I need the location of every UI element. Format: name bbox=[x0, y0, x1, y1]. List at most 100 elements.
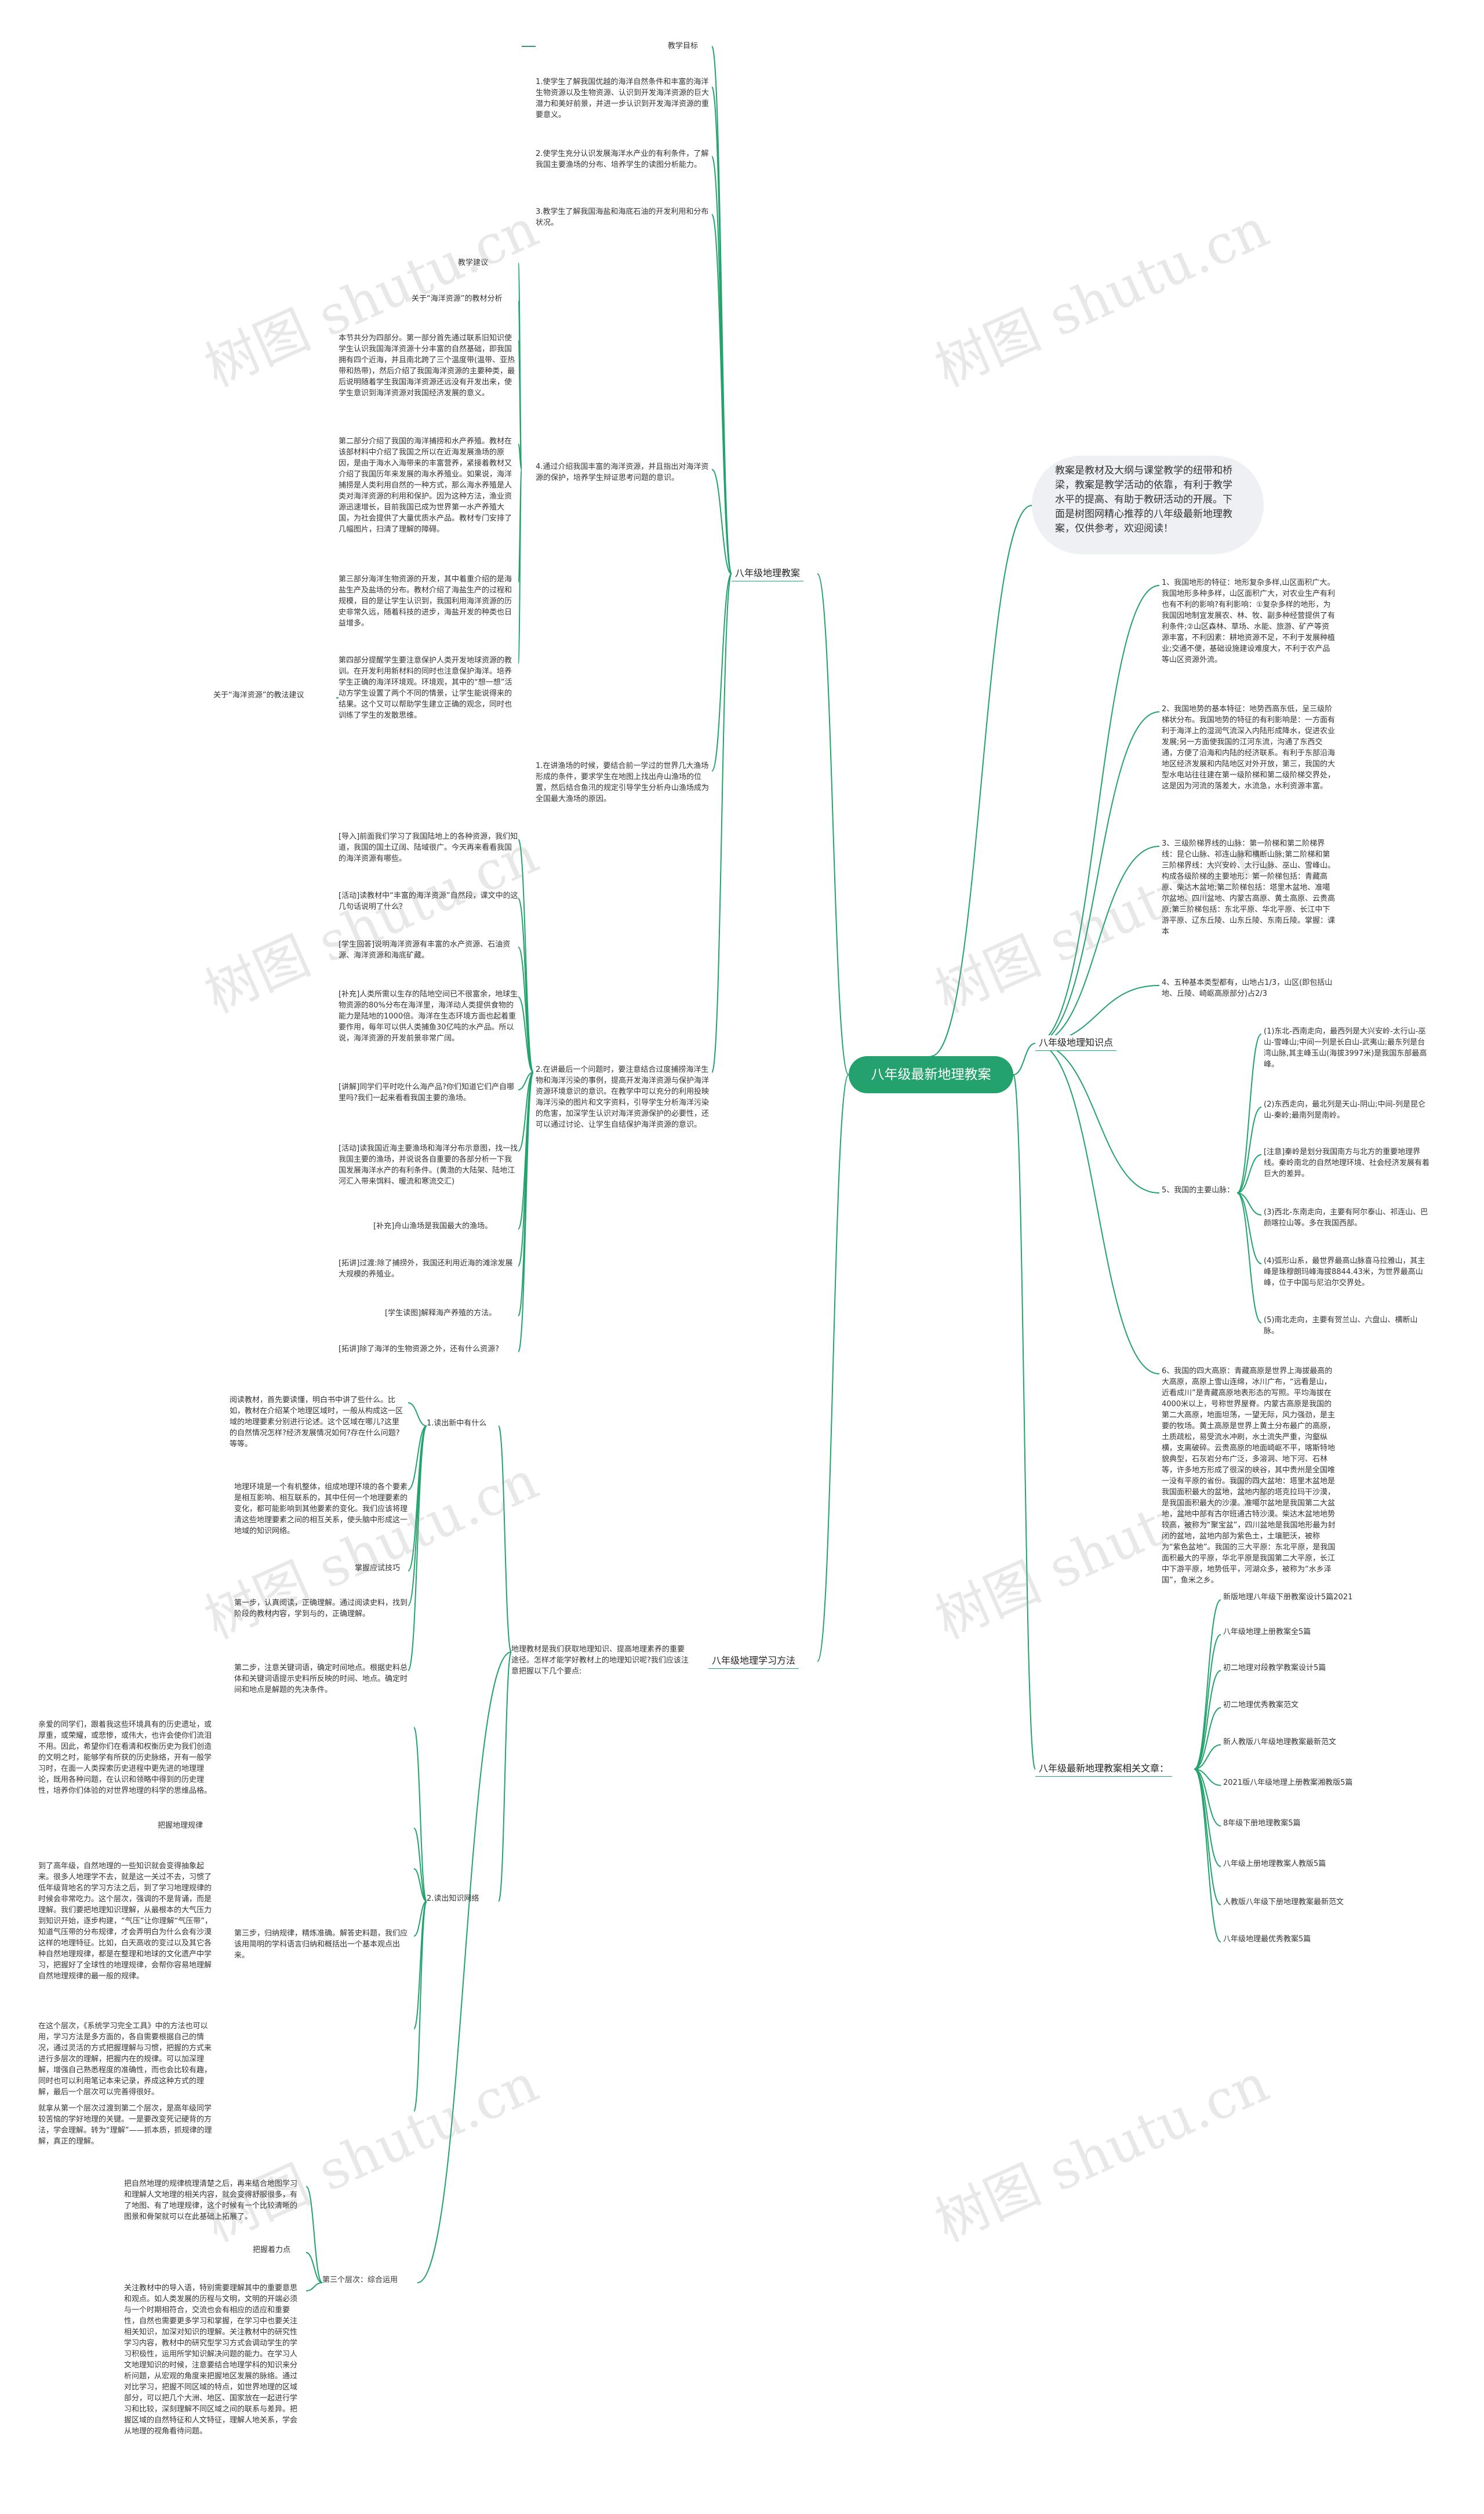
method-detail: 在这个层次，《系统学习完全工具》中的方法也可以用，学习方法是多方面的，各自需要根… bbox=[38, 2022, 212, 2097]
mountain-item: (4)弧形山系，最世界最高山脉喜马拉雅山，其主峰是珠穆朗玛峰海拔8844.43米… bbox=[1264, 1257, 1425, 1287]
connector-line bbox=[417, 1651, 512, 2283]
method-detail: 就拿从第一个层次过渡到第二个层次，是高年级同学较苦恼的学好地理的关键。一是要改变… bbox=[38, 2104, 212, 2146]
mountain-item: [注意]秦岭是划分我国南方与北方的重要地理界线。秦岭南北的自然地理环境、社会经济… bbox=[1264, 1148, 1430, 1178]
related-link[interactable]: 人教版八年级下册地理教案最新范文 bbox=[1223, 1898, 1344, 1907]
intro-bubble[interactable]: 教案是教材及大纲与课堂教学的纽带和桥梁，教案是教学活动的依靠，有利于教学水平的提… bbox=[1032, 456, 1264, 554]
suggest-label: 教学建议 bbox=[458, 259, 489, 267]
method-detail: 关注教材中的导入语，特别需要理解其中的重要意思和观点。如人类发展的历程与文明，文… bbox=[124, 2284, 298, 2436]
method-step: 2.读出知识网络 bbox=[427, 1894, 479, 1903]
connector-line bbox=[518, 1072, 534, 1352]
connector-line bbox=[518, 340, 522, 470]
related-link[interactable]: 新版地理八年级下册教案设计5篇2021 bbox=[1223, 1593, 1353, 1602]
connector-line bbox=[817, 1074, 849, 1662]
method-intro: 地理教材是我们获取地理知识、提高地理素养的重要途径。怎样才能学好教材上的地理知识… bbox=[511, 1645, 689, 1676]
related-link[interactable]: 八年级地理最优秀教案5篇 bbox=[1223, 1935, 1311, 1944]
mountain-item: (1)东北-西南走向，最西列是大兴安岭-太行山-巫山-雪峰山;中间一列是长白山-… bbox=[1264, 1027, 1427, 1069]
connector-line bbox=[1236, 1192, 1262, 1216]
method-detail: 到了高年级，自然地理的一些知识就会变得抽象起来。很多人地理学不去，就是这一关过不… bbox=[38, 1862, 212, 1981]
knowledge-item: 2、我国地势的基本特征：地势西高东低，呈三级阶梯状分布。我国地势的特征的有利影响… bbox=[1162, 705, 1336, 791]
analysis-item: 本节共分为四部分。第一部分首先通过联系旧知识使学生认识我国海洋资源十分丰富的自然… bbox=[339, 334, 515, 398]
related-link[interactable]: 八年级上册地理教案人教版5篇 bbox=[1223, 1860, 1326, 1868]
analysis-item: 第二部分介绍了我国的海洋捕捞和水产养殖。教材在该部材料中介绍了我国之所以在近海发… bbox=[339, 437, 512, 534]
hint-item: 2.在讲最后一个问题时，要注意结合过度捕捞海洋生物和海洋污染的事例，提高开发海洋… bbox=[536, 1065, 710, 1129]
connector-line bbox=[1236, 1154, 1262, 1194]
related-link[interactable]: 2021版八年级地理上册教案湘教版5篇 bbox=[1223, 1778, 1353, 1787]
connector-line bbox=[518, 443, 522, 470]
connector-line bbox=[413, 1901, 427, 2112]
connector-line bbox=[1236, 1034, 1262, 1194]
method-detail: 地理环境是一个有机整体，组成地理环境的各个要素是相互影响、相互联系的，其中任何一… bbox=[234, 1483, 408, 1536]
connector-line bbox=[413, 1868, 427, 1902]
knowledge-item: 3、三级阶梯界线的山脉：第一阶梯和第二阶梯界线：昆仑山脉、祁连山脉和横断山脉;第… bbox=[1162, 839, 1336, 936]
connector-line bbox=[305, 2186, 323, 2283]
connector-line bbox=[518, 1072, 534, 1152]
analysis-item: 第四部分提醒学生要注意保护人类开发地球资源的教训。在开发利用新材料的同时也注意保… bbox=[339, 656, 512, 720]
related-link[interactable]: 8年级下册地理教案5篇 bbox=[1223, 1819, 1301, 1828]
dialog-item: [补充]舟山渔场是我国最大的渔场。 bbox=[373, 1222, 493, 1231]
connector-line bbox=[1194, 1707, 1221, 1770]
connector-line bbox=[1035, 585, 1160, 1044]
connector-line bbox=[413, 1901, 427, 2029]
dialog-item: [拓讲]过渡:除了捕捞外，我国还利用近海的滩涂发展大规模的养殖业。 bbox=[339, 1259, 513, 1279]
connector-line bbox=[1013, 1043, 1036, 1075]
branch-related-articles[interactable]: 八年级最新地理教案相关文章： bbox=[1035, 1761, 1173, 1777]
connector-line bbox=[413, 1901, 427, 1937]
method-label: 关于“海洋资源”的教法建议 bbox=[213, 691, 304, 700]
branch-knowledge-points[interactable]: 八年级地理知识点 bbox=[1035, 1035, 1117, 1051]
method-detail: 第三步，归纳规律，精炼准确。解答史料题，我们应该用简明的学科语言归纳和概括出一个… bbox=[234, 1929, 408, 1960]
connector-line bbox=[1236, 1107, 1262, 1194]
connector-line bbox=[408, 1425, 427, 1490]
connector-line bbox=[305, 2252, 323, 2283]
root-topic[interactable]: 八年级最新地理教案 bbox=[849, 1056, 1013, 1093]
connector-line bbox=[413, 1828, 427, 1902]
connector-line bbox=[1194, 1634, 1221, 1770]
dialog-item: [补充]人类所需以生存的陆地空间已不很富余，地球生物资源的80%分布在海洋里，海… bbox=[339, 990, 518, 1043]
connector-line bbox=[930, 505, 1032, 1057]
mountain-item: (5)南北走向，主要有贺兰山、六盘山、横断山脉。 bbox=[1264, 1316, 1418, 1336]
method-step: 1.读出新中有什么 bbox=[427, 1419, 487, 1428]
method-step: 第三个层次：综合运用 bbox=[322, 2276, 398, 2284]
connector-line bbox=[1194, 1769, 1221, 1942]
connector-line bbox=[413, 1727, 427, 1902]
analysis-item: 第三部分海洋生物资源的开发，其中着重介绍的是海盐生产及盐场的分布。教材介绍了海盐… bbox=[339, 575, 512, 628]
branch-teaching-plan[interactable]: 八年级地理教案 bbox=[732, 566, 804, 581]
dialog-item: [导入]前面我们学习了我国陆地上的各种资源，我们知道，我国的国土辽阔、陆域很广。… bbox=[339, 832, 518, 863]
connector-line bbox=[711, 214, 732, 574]
connector-line bbox=[518, 898, 534, 1073]
analysis-label: 关于“海洋资源”的教材分析 bbox=[412, 294, 503, 303]
connector-line bbox=[518, 469, 522, 664]
method-detail: 把自然地理的规律梳理清楚之后，再来结合地图学习和理解人文地理的相关内容，就会变得… bbox=[124, 2180, 298, 2221]
goal-item: 4.通过介绍我国丰富的海洋资源，并且指出对海洋资源的保护，培养学生辩证思考问题的… bbox=[536, 463, 709, 482]
method-detail: 阅读教材，首先要读懂，明白书中讲了些什么。比如，教材在介绍某个地理区域时，一般从… bbox=[230, 1396, 403, 1449]
related-link[interactable]: 新人教版八年级地理教案最新范文 bbox=[1223, 1738, 1337, 1747]
goal-item: 1.使学生了解我国优越的海洋自然条件和丰富的海洋生物资源以及生物资源、认识到开发… bbox=[536, 78, 710, 119]
connector-line bbox=[1236, 1192, 1262, 1323]
goals-label: 教学目标 bbox=[668, 42, 699, 50]
connector-line bbox=[1236, 1192, 1262, 1264]
related-link[interactable]: 八年级地理上册教案全5篇 bbox=[1223, 1628, 1311, 1636]
related-link[interactable]: 初二地理对段教学教案设计5篇 bbox=[1223, 1664, 1326, 1672]
goal-item: 2.使学生充分认识发展海洋水产业的有利条件，了解我国主要渔场的分布、培养学生的读… bbox=[536, 150, 709, 169]
connector-line bbox=[518, 1072, 534, 1267]
connector-line bbox=[518, 1072, 534, 1090]
connector-line bbox=[711, 573, 732, 772]
connector-line bbox=[498, 1425, 512, 1653]
connector-line bbox=[1194, 1769, 1221, 1827]
method-sub-label: 把握着力点 bbox=[253, 2246, 291, 2254]
mountain-item: (2)东西走向，最北列是天山-阴山;中间-列是昆仑山-秦岭;最南列是南岭。 bbox=[1264, 1100, 1426, 1120]
hint-item: 1.在讲渔场的时候，要结合前一学过的世界几大渔场形成的条件，要求学生在地图上找出… bbox=[536, 762, 710, 803]
dialog-item: [学生读图]解释海产养殖的方法。 bbox=[385, 1309, 497, 1318]
connector-line bbox=[305, 2282, 323, 2291]
connector-line bbox=[1035, 846, 1160, 1044]
connector-line bbox=[1194, 1599, 1221, 1770]
connector-line bbox=[1035, 711, 1160, 1044]
connector-line bbox=[518, 947, 534, 1073]
connector-line bbox=[1194, 1769, 1221, 1905]
related-link[interactable]: 初二地理优秀教案范文 bbox=[1223, 1701, 1299, 1709]
connector-line bbox=[711, 86, 732, 574]
connector-line bbox=[408, 1402, 427, 1427]
branch-study-method[interactable]: 八年级地理学习方法 bbox=[708, 1653, 799, 1669]
dialog-item: [活动]读我国近海主要渔场和海洋分布示意图，找一找我国主要的渔场，并说说各自重要… bbox=[339, 1144, 518, 1186]
method-sub-label: 掌握应试技巧 bbox=[355, 1564, 401, 1573]
